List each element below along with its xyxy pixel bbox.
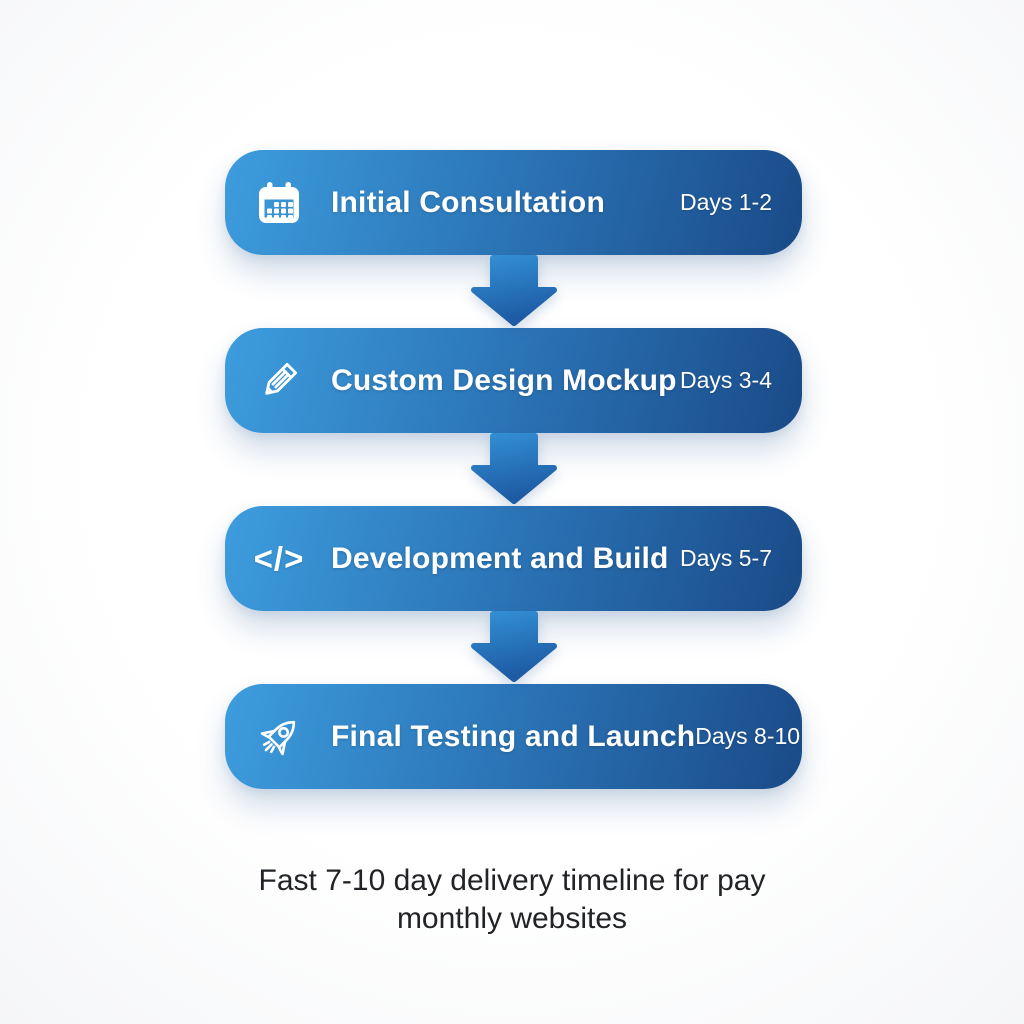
down-arrow-icon — [470, 611, 557, 682]
step-title: Initial Consultation — [331, 185, 605, 219]
pencil-icon — [255, 357, 303, 405]
calendar-icon — [255, 179, 303, 227]
step-title: Final Testing and Launch — [331, 719, 696, 753]
step-bar-final-testing-and-launch: Final Testing and Launch Days 8-10 — [225, 684, 802, 789]
rocket-icon — [255, 713, 303, 761]
step-title: Custom Design Mockup — [331, 363, 677, 397]
code-icon: </> — [253, 539, 305, 577]
connector-gap — [225, 433, 802, 506]
step-days-badge: Days 5-7 — [679, 545, 772, 571]
caption-line-1: Fast 7-10 day delivery timeline for pay — [258, 864, 766, 897]
connector-gap — [225, 611, 802, 684]
connector-gap — [225, 255, 802, 328]
step-bar-initial-consultation: Initial Consultation Days 1-2 — [225, 150, 802, 255]
step-bar-development-and-build: </> Development and Build Days 5-7 — [225, 506, 802, 611]
caption: Fast 7-10 day delivery timeline for pay … — [0, 862, 1024, 938]
step-days-badge: Days 8-10 — [695, 723, 801, 749]
down-arrow-icon — [470, 255, 557, 326]
step-days-badge: Days 3-4 — [679, 367, 772, 393]
down-arrow-icon — [470, 433, 557, 504]
step-title: Development and Build — [331, 541, 669, 575]
caption-line-2: monthly websites — [396, 902, 628, 935]
step-bar-custom-design-mockup: Custom Design Mockup Days 3-4 — [225, 328, 802, 433]
process-flow: Initial Consultation Days 1-2 — [225, 150, 802, 789]
step-days-badge: Days 1-2 — [679, 189, 772, 215]
